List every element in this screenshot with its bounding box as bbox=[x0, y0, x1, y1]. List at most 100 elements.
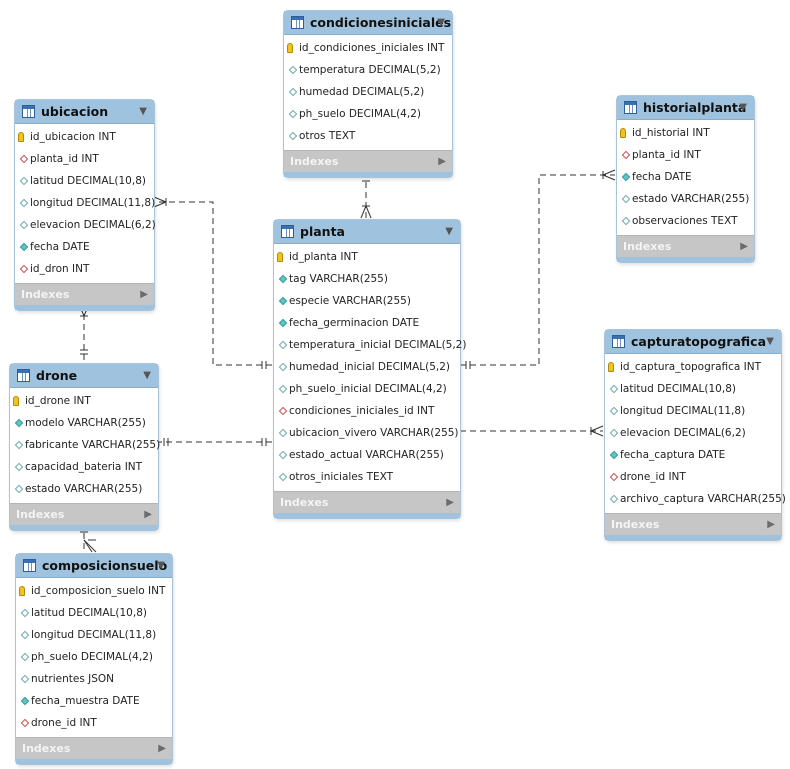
column-definition: longitud DECIMAL(11,8) bbox=[30, 197, 156, 209]
indexes-section[interactable]: Indexes▶ bbox=[605, 513, 781, 540]
indexes-section[interactable]: Indexes▶ bbox=[16, 737, 172, 764]
column-row[interactable]: fabricante VARCHAR(255) bbox=[10, 434, 160, 456]
column-row[interactable]: fecha_germinacion DATE bbox=[274, 312, 460, 334]
table-historialplanta[interactable]: historialplanta▼id_historial INT planta_i… bbox=[616, 95, 755, 263]
column-row[interactable]: estado VARCHAR(255) bbox=[617, 188, 754, 210]
column-definition: elevacion DECIMAL(6,2) bbox=[30, 219, 156, 231]
table-header[interactable]: planta▼ bbox=[274, 220, 460, 244]
column-row[interactable]: archivo_captura VARCHAR(255) bbox=[605, 488, 786, 510]
column-row[interactable]: otros TEXT bbox=[284, 125, 452, 147]
column-row[interactable]: longitud DECIMAL(11,8) bbox=[605, 400, 781, 422]
column-row[interactable]: id_condiciones_iniciales INT bbox=[284, 37, 452, 59]
column-row[interactable]: longitud DECIMAL(11,8) bbox=[15, 192, 156, 214]
expand-indexes-icon[interactable]: ▶ bbox=[740, 241, 748, 252]
column-row[interactable]: latitud DECIMAL(10,8) bbox=[16, 602, 172, 624]
expand-indexes-icon[interactable]: ▶ bbox=[446, 497, 454, 508]
column-row[interactable]: modelo VARCHAR(255) bbox=[10, 412, 158, 434]
column-row[interactable]: fecha DATE bbox=[617, 166, 754, 188]
collapse-toggle-icon[interactable]: ▼ bbox=[766, 336, 774, 347]
expand-indexes-icon[interactable]: ▶ bbox=[767, 519, 775, 530]
column-row[interactable]: id_composicion_suelo INT bbox=[16, 580, 172, 602]
column-row[interactable]: id_historial INT bbox=[617, 122, 754, 144]
column-row[interactable]: id_captura_topografica INT bbox=[605, 356, 781, 378]
column-row[interactable]: latitud DECIMAL(10,8) bbox=[605, 378, 781, 400]
column-row[interactable]: id_drone INT bbox=[10, 390, 158, 412]
column-row[interactable]: fecha_muestra DATE bbox=[16, 690, 172, 712]
many-marker bbox=[365, 205, 372, 219]
table-header[interactable]: capturatopografica▼ bbox=[605, 330, 781, 354]
column-row[interactable]: id_dron INT bbox=[15, 258, 154, 280]
table-condicionesiniciales[interactable]: condicionesiniciales▼id_condiciones_inic… bbox=[283, 10, 453, 178]
column-row[interactable]: capacidad_bateria INT bbox=[10, 456, 158, 478]
column-row[interactable]: tag VARCHAR(255) bbox=[274, 268, 460, 290]
column-row[interactable]: humedad DECIMAL(5,2) bbox=[284, 81, 452, 103]
table-composicionsuelo[interactable]: composicionsuelo▼id_composicion_suelo IN… bbox=[15, 553, 173, 765]
collapse-toggle-icon[interactable]: ▼ bbox=[143, 370, 151, 381]
column-row[interactable]: condiciones_iniciales_id INT bbox=[274, 400, 460, 422]
collapse-toggle-icon[interactable]: ▼ bbox=[139, 106, 147, 117]
table-title: capturatopografica bbox=[631, 334, 767, 349]
column-row[interactable]: humedad_inicial DECIMAL(5,2) bbox=[274, 356, 460, 378]
table-header[interactable]: ubicacion▼ bbox=[15, 100, 154, 124]
indexes-section[interactable]: Indexes ▶ bbox=[617, 235, 754, 262]
column-row[interactable]: otros_iniciales TEXT bbox=[274, 466, 460, 488]
table-icon bbox=[291, 16, 304, 29]
column-row[interactable]: drone_id INT bbox=[16, 712, 172, 734]
column-row[interactable]: elevacion DECIMAL(6,2) bbox=[15, 214, 156, 236]
table-header[interactable]: composicionsuelo▼ bbox=[16, 554, 172, 578]
many-marker bbox=[602, 174, 616, 181]
table-header[interactable]: drone▼ bbox=[10, 364, 158, 388]
column-definition: latitud DECIMAL(10,8) bbox=[620, 383, 736, 395]
column-definition: estado VARCHAR(255) bbox=[25, 483, 143, 495]
relationship-line-planta-ubicacion bbox=[154, 201, 272, 366]
expand-indexes-icon[interactable]: ▶ bbox=[158, 743, 166, 754]
column-row[interactable]: ph_suelo DECIMAL(4,2) bbox=[284, 103, 452, 125]
column-definition: planta_id INT bbox=[632, 149, 701, 161]
column-row[interactable]: latitud DECIMAL(10,8) bbox=[15, 170, 154, 192]
collapse-toggle-icon[interactable]: ▼ bbox=[739, 102, 747, 113]
column-row[interactable]: nutrientes JSON bbox=[16, 668, 172, 690]
column-row[interactable]: especie VARCHAR(255) bbox=[274, 290, 460, 312]
column-row[interactable]: estado_actual VARCHAR(255) bbox=[274, 444, 460, 466]
indexes-section[interactable]: Indexes▶ bbox=[284, 150, 452, 177]
expand-indexes-icon[interactable]: ▶ bbox=[140, 289, 148, 300]
column-row[interactable]: observaciones TEXT bbox=[617, 210, 754, 232]
collapse-toggle-icon[interactable]: ▼ bbox=[445, 226, 453, 237]
indexes-section[interactable]: Indexes▶ bbox=[274, 491, 460, 518]
column-row[interactable]: planta_id INT bbox=[15, 148, 154, 170]
indexes-section[interactable]: Indexes ▶ bbox=[15, 283, 154, 310]
column-row[interactable]: ph_suelo_inicial DECIMAL(4,2) bbox=[274, 378, 460, 400]
expand-indexes-icon[interactable]: ▶ bbox=[144, 509, 152, 520]
column-row[interactable]: fecha DATE bbox=[15, 236, 154, 258]
column-row[interactable]: temperatura DECIMAL(5,2) bbox=[284, 59, 452, 81]
column-row[interactable]: longitud DECIMAL(11,8) bbox=[16, 624, 172, 646]
column-row[interactable]: elevacion DECIMAL(6,2) bbox=[605, 422, 781, 444]
column-row[interactable]: ubicacion_vivero VARCHAR(255) bbox=[274, 422, 460, 444]
table-capturatopografica[interactable]: capturatopografica▼id_captura_topografic… bbox=[604, 329, 786, 541]
foreign-key-icon bbox=[609, 472, 619, 482]
column-definition: tag VARCHAR(255) bbox=[289, 273, 388, 285]
column-row[interactable]: temperatura_inicial DECIMAL(5,2) bbox=[274, 334, 466, 356]
primary-key-icon bbox=[608, 362, 614, 372]
collapse-toggle-icon[interactable]: ▼ bbox=[157, 560, 165, 571]
nullable-column-icon bbox=[20, 652, 30, 662]
table-header[interactable]: condicionesiniciales▼ bbox=[284, 11, 452, 35]
table-planta[interactable]: planta▼id_planta INT tag VARCHAR(255) espe… bbox=[273, 219, 466, 519]
column-row[interactable]: drone_id INT bbox=[605, 466, 781, 488]
column-row[interactable]: estado VARCHAR(255) bbox=[10, 478, 158, 500]
collapse-toggle-icon[interactable]: ▼ bbox=[437, 17, 445, 28]
column-row[interactable]: planta_id INT bbox=[617, 144, 754, 166]
indexes-label: Indexes bbox=[623, 240, 672, 253]
column-row[interactable]: id_ubicacion INT bbox=[15, 126, 154, 148]
expand-indexes-icon[interactable]: ▶ bbox=[438, 156, 446, 167]
indexes-label: Indexes bbox=[21, 288, 70, 301]
indexes-section[interactable]: Indexes▶ bbox=[10, 503, 158, 530]
column-row[interactable]: ph_suelo DECIMAL(4,2) bbox=[16, 646, 172, 668]
table-header[interactable]: historialplanta▼ bbox=[617, 96, 754, 120]
column-row[interactable]: fecha_captura DATE bbox=[605, 444, 781, 466]
column-definition: latitud DECIMAL(10,8) bbox=[30, 175, 146, 187]
column-row[interactable]: id_planta INT bbox=[274, 246, 460, 268]
